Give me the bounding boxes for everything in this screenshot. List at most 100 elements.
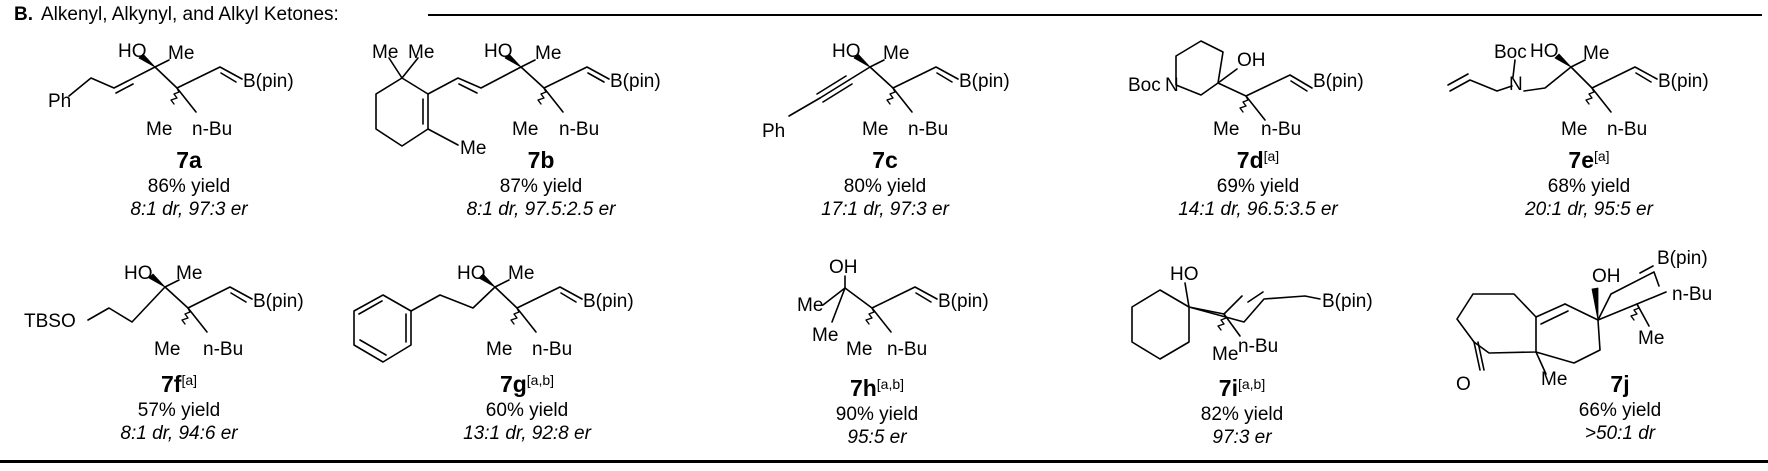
- oh-label: OH: [829, 257, 858, 278]
- structure-7i: HO Me n-Bu B(pin): [1131, 264, 1373, 365]
- me-label: Me: [154, 339, 180, 360]
- n-label: N: [1165, 75, 1179, 96]
- compound-id: 7h[a,b]: [849, 375, 905, 401]
- me-label: Me: [797, 295, 823, 316]
- ho-label: HO: [124, 263, 153, 284]
- nbu-label: n-Bu: [908, 119, 948, 140]
- selectivity-text: 13:1 dr, 92:8 er: [463, 423, 591, 444]
- nbu-label: n-Bu: [203, 339, 243, 360]
- nbu-label: n-Bu: [1238, 336, 1278, 357]
- me-label: Me: [486, 339, 512, 360]
- yield-text: 57% yield: [137, 400, 221, 421]
- compound-id: 7d[a]: [1236, 147, 1280, 173]
- compound-id: 7b: [527, 147, 555, 173]
- section-letter: B.: [14, 4, 33, 25]
- ph-label: Ph: [48, 91, 71, 112]
- bpin-label: B(pin): [243, 71, 294, 92]
- nbu-label: n-Bu: [559, 119, 599, 140]
- yield-text: 87% yield: [499, 176, 583, 197]
- me-label: Me: [372, 42, 398, 63]
- ho-label: HO: [118, 41, 147, 62]
- me-label: Me: [1583, 43, 1609, 64]
- selectivity-text: 97:3 er: [1212, 427, 1272, 448]
- bpin-label: B(pin): [938, 291, 989, 312]
- nbu-label: n-Bu: [1672, 284, 1712, 305]
- selectivity-text: 8:1 dr, 94:6 er: [120, 423, 238, 444]
- compound-id: 7a: [176, 147, 202, 173]
- selectivity-text: 14:1 dr, 96.5:3.5 er: [1178, 199, 1338, 220]
- boc-label: Boc: [1128, 75, 1161, 96]
- header-rule: [428, 14, 1762, 16]
- ho-label: HO: [1530, 41, 1559, 62]
- me-label: Me: [168, 43, 194, 64]
- yield-text: 82% yield: [1200, 404, 1284, 425]
- n-label: N: [1509, 74, 1523, 95]
- bpin-label: B(pin): [1658, 71, 1709, 92]
- structure-7f: TBSO HO Me Me n-Bu B(pin): [24, 263, 304, 360]
- section-title: Alkenyl, Alkynyl, and Alkyl Ketones:: [41, 4, 339, 25]
- yield-text: 80% yield: [843, 176, 927, 197]
- yield-text: 68% yield: [1547, 176, 1631, 197]
- structure-7g: HO Me Me n-Bu B(pin): [353, 263, 634, 363]
- nbu-label: n-Bu: [532, 339, 572, 360]
- structure-7j: OH B(pin) n-Bu Me Me O: [1456, 248, 1712, 395]
- yield-text: 86% yield: [147, 176, 231, 197]
- me-label: Me: [176, 263, 202, 284]
- bpin-label: B(pin): [959, 71, 1010, 92]
- me-label: Me: [862, 119, 888, 140]
- me-label: Me: [1541, 369, 1567, 390]
- me-label: Me: [846, 339, 872, 360]
- bpin-label: B(pin): [1313, 71, 1364, 92]
- compound-id: 7g[a,b]: [499, 371, 555, 397]
- ho-label: HO: [457, 263, 486, 284]
- me-label: Me: [508, 263, 534, 284]
- structure-7e: Boc N HO Me Me n-Bu B(pin): [1447, 41, 1709, 140]
- compound-id: 7e[a]: [1568, 147, 1610, 173]
- me-label: Me: [1212, 344, 1238, 365]
- compound-id: 7j: [1610, 371, 1630, 397]
- nbu-label: n-Bu: [887, 339, 927, 360]
- ho-label: HO: [832, 41, 861, 62]
- nbu-label: n-Bu: [1607, 119, 1647, 140]
- oh-label: OH: [1237, 50, 1266, 71]
- me-label: Me: [1561, 119, 1587, 140]
- bpin-label: B(pin): [610, 71, 661, 92]
- oh-label: OH: [1592, 266, 1621, 287]
- structure-7d: Boc N OH Me n-Bu B(pin): [1128, 40, 1364, 140]
- compound-id: 7i[a,b]: [1218, 375, 1266, 401]
- structure-7c: Ph HO Me Me n-Bu B(pin): [762, 41, 1010, 142]
- me-label: Me: [146, 119, 172, 140]
- selectivity-text: 95:5 er: [847, 427, 907, 448]
- structure-7b: Me Me Me HO Me Me n-Bu B(pin): [372, 41, 661, 159]
- o-label: O: [1456, 374, 1471, 395]
- compound-id: 7c: [872, 147, 898, 173]
- nbu-label: n-Bu: [1261, 119, 1301, 140]
- bpin-label: B(pin): [1657, 248, 1708, 269]
- nbu-label: n-Bu: [192, 119, 232, 140]
- me-label: Me: [1213, 119, 1239, 140]
- yield-text: 66% yield: [1578, 400, 1662, 421]
- bpin-label: B(pin): [253, 291, 304, 312]
- me-label: Me: [812, 325, 838, 346]
- yield-text: 60% yield: [485, 400, 569, 421]
- structure-7a: Ph HO Me Me n-Bu B(pin): [48, 41, 294, 140]
- yield-text: 90% yield: [835, 404, 919, 425]
- me-label: Me: [460, 138, 486, 159]
- me-label: Me: [512, 119, 538, 140]
- selectivity-text: >50:1 dr: [1584, 423, 1656, 444]
- compound-id: 7f[a]: [160, 371, 198, 397]
- tbso-label: TBSO: [24, 311, 76, 332]
- bottom-rule: [0, 460, 1768, 463]
- selectivity-text: 20:1 dr, 95:5 er: [1525, 199, 1653, 220]
- caption-7j: 7j 66% yield>50:1 dr: [1578, 371, 1662, 444]
- section-heading: B. Alkenyl, Alkynyl, and Alkyl Ketones:: [14, 4, 339, 26]
- me-label: Me: [883, 43, 909, 64]
- boc-label: Boc: [1494, 42, 1527, 63]
